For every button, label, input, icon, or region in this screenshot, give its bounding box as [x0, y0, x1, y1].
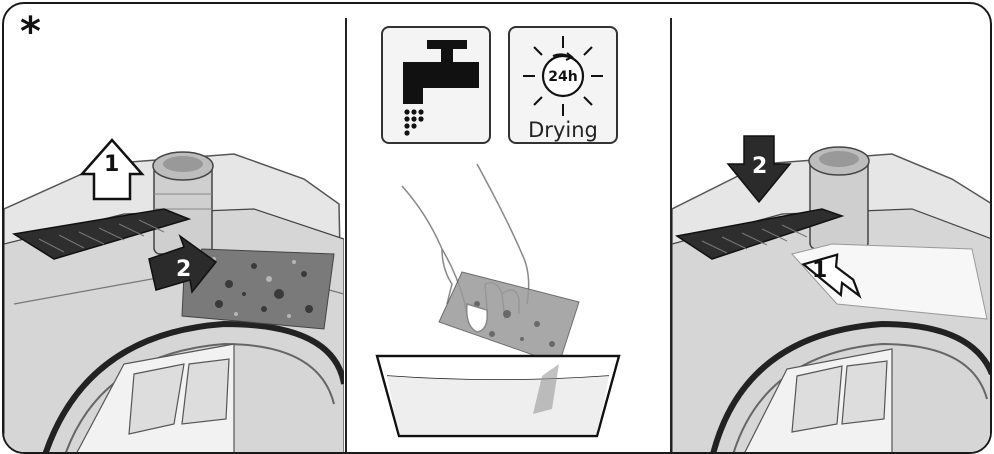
- insert-filter-illustration: [672, 135, 990, 452]
- sun-clock-icon: 24h: [523, 36, 603, 116]
- arrow-right-icon: [148, 233, 218, 294]
- divider-left: [345, 18, 347, 452]
- panel-remove-filter: * 1 2: [4, 4, 344, 452]
- remove-filter-illustration: [4, 138, 344, 452]
- arrow-label-side: 2: [176, 257, 192, 282]
- arrow-label-diag: 1: [812, 258, 828, 283]
- drying-label: Drying: [528, 118, 598, 142]
- duration-text: 24h: [548, 69, 577, 85]
- panel-insert-filter: 2 1: [672, 4, 990, 452]
- divider-right: [670, 18, 672, 452]
- arrow-diagonal-icon: [801, 253, 862, 299]
- note-marker: *: [20, 9, 41, 55]
- panel-rinse-dry: 24h Drying: [347, 4, 669, 452]
- arrow-label-up: 1: [104, 152, 120, 177]
- arrow-down-icon: [726, 135, 792, 204]
- tap-water-icon: [381, 26, 491, 144]
- arrow-up-icon: [79, 138, 145, 201]
- drying-24h-icon: 24h Drying: [508, 26, 618, 144]
- arrow-label-down: 2: [752, 154, 768, 179]
